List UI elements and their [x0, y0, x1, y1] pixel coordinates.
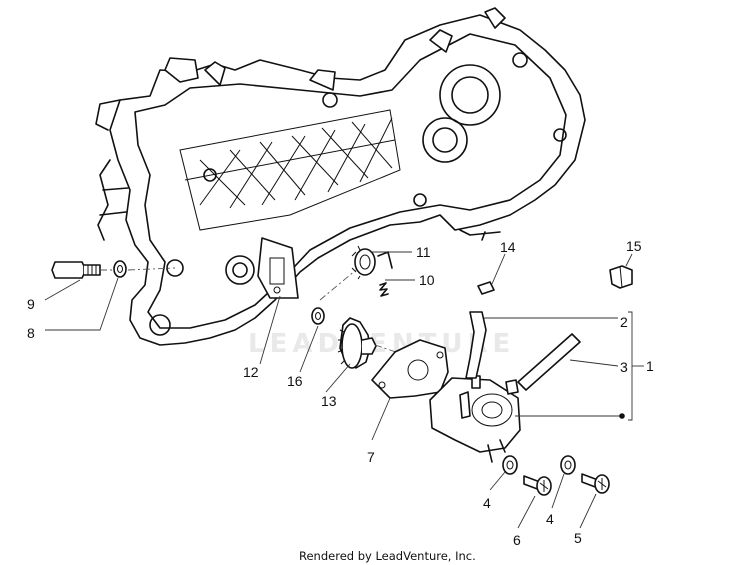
- callout-7: 7: [367, 449, 375, 465]
- callout-3: 3: [620, 359, 628, 375]
- drive-gear-part-11: [351, 245, 376, 280]
- watermark-text: LEADVENTURE: [248, 329, 515, 359]
- callout-4-left: 4: [483, 495, 491, 511]
- callout-15: 15: [626, 238, 642, 254]
- hose-part-3: [517, 333, 581, 391]
- callout-14: 14: [500, 239, 516, 255]
- callout-4-right: 4: [546, 511, 554, 527]
- stud-bolt-part-9: [51, 261, 101, 279]
- callout-16: 16: [287, 373, 303, 389]
- callout-9: 9: [27, 296, 35, 312]
- retainer-clip-part-15: [609, 265, 633, 289]
- credit-text: Rendered by LeadVenture, Inc.: [299, 549, 476, 563]
- oil-pump-body: [429, 375, 521, 463]
- washer-part-4-left: [502, 455, 518, 475]
- callout-5: 5: [574, 530, 582, 546]
- spring-part-10: [377, 251, 393, 297]
- washer-part-16: [311, 307, 325, 325]
- nut-part-8: [113, 260, 127, 278]
- hose-part-2: [465, 311, 487, 379]
- screw-part-5: [581, 473, 610, 494]
- callout-2: 2: [620, 314, 628, 330]
- screw-part-6: [523, 475, 552, 496]
- bracket-part-12: [257, 237, 299, 299]
- leader-lines: [44, 251, 644, 529]
- gasket-part-7: [371, 339, 449, 399]
- callout-12: 12: [243, 364, 259, 380]
- callout-6: 6: [513, 532, 521, 548]
- pump-gear-part-13: [337, 317, 377, 369]
- hose-clip-part-14: [477, 281, 495, 295]
- callout-1: 1: [646, 358, 654, 374]
- callout-labels: 9 8 11 10 12 16 13 7 14 15 2 3 1 4 6 4 5: [27, 238, 654, 548]
- callout-13: 13: [321, 393, 337, 409]
- callout-8: 8: [27, 325, 35, 341]
- washer-part-4-right: [560, 455, 576, 475]
- crankcase-drawing: [95, 7, 586, 346]
- callout-11: 11: [416, 244, 431, 260]
- callout-10: 10: [419, 272, 435, 288]
